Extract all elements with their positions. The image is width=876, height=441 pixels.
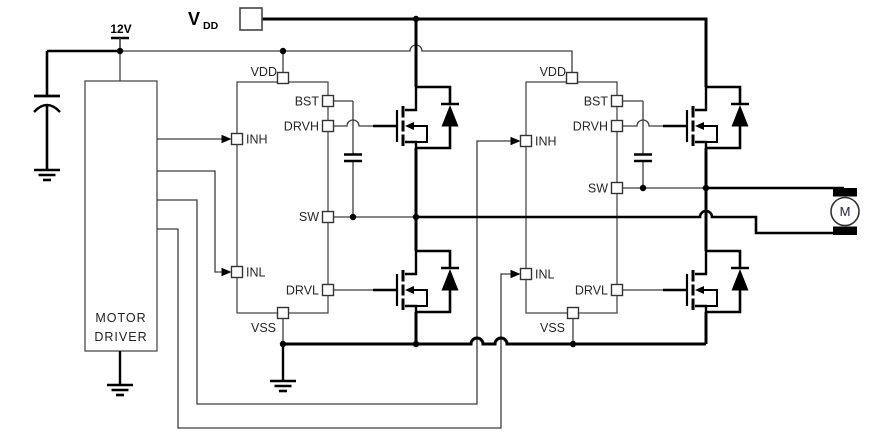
label-bst-2: BST [584, 95, 609, 109]
gate-driver-2-labels: VDD BST DRVH SW DRVL VSS INH INL [535, 65, 608, 335]
label-sw-2: SW [588, 182, 608, 196]
label-vdd-1: VDD [251, 65, 277, 79]
pin-bst-2 [610, 94, 624, 108]
wire-inh2 [157, 140, 511, 405]
junction-dot [639, 184, 647, 192]
label-vss-1: VSS [251, 321, 276, 335]
label-sw-1: SW [299, 210, 319, 224]
mosfet-q1-low-with-diode [371, 249, 461, 314]
bootstrap-capacitor-1 [344, 153, 362, 163]
junction-dot [279, 47, 287, 55]
label-drvh-2: DRVH [573, 120, 608, 134]
junction-dot [412, 213, 420, 221]
gate-driver-1-labels: VDD BST DRVH SW DRVL VSS INH INL [246, 65, 319, 335]
pin-inl-1 [230, 265, 244, 279]
vdd-label-subscript: DD [203, 20, 219, 32]
pin-inh-2 [519, 134, 533, 148]
junction-dot [412, 340, 420, 348]
mosfet-q2-high-with-diode [661, 85, 751, 150]
vdd-label-main: V [188, 9, 200, 29]
pin-drvl-2 [610, 283, 624, 297]
junction-dot [569, 340, 577, 348]
label-vss-2: VSS [540, 321, 565, 335]
motor-terminal-top [833, 188, 857, 197]
motor-terminal-bottom [833, 226, 857, 235]
junction-dot [349, 213, 357, 221]
pin-sw-1 [321, 210, 335, 224]
gate-driver-1-pins [230, 71, 335, 320]
label-inh-1: INH [246, 133, 268, 147]
arrow-inl1-icon [221, 267, 232, 277]
wire-12v-rail [120, 44, 573, 73]
gate-driver-2-pins [519, 71, 624, 320]
label-drvl-1: DRVL [286, 284, 319, 298]
motor-driver-label-1: MOTOR [95, 311, 146, 325]
pin-bst-1 [321, 94, 335, 108]
wire-sw1-to-motor [416, 209, 844, 235]
ground-icon [268, 379, 298, 393]
motor-symbol [830, 196, 860, 227]
label-bst-1: BST [295, 95, 320, 109]
mosfet-q1-high-with-diode [371, 85, 461, 150]
wire-vdd-top-rail [262, 17, 708, 87]
power-wires [47, 17, 844, 346]
input-capacitor [33, 51, 61, 170]
supply-12v-label: 12V [110, 22, 131, 36]
motor-label: M [840, 204, 851, 219]
junction-dot [702, 184, 710, 192]
wire-inl2 [157, 228, 511, 429]
pin-inl-2 [519, 267, 533, 281]
label-inl-1: INL [246, 266, 266, 280]
junction-dot [116, 47, 124, 55]
mosfet-q2-low-with-diode [661, 249, 751, 314]
junction-dot [412, 15, 420, 23]
bootstrap-capacitor-2 [634, 153, 652, 163]
label-inh-2: INH [535, 135, 557, 149]
pin-drvl-1 [321, 283, 335, 297]
ground-icon [105, 383, 135, 397]
motor: M [830, 188, 860, 235]
motor-driver-label-2: DRIVER [94, 330, 147, 344]
wire-inl1 [157, 170, 222, 273]
pin-inh-1 [230, 132, 244, 146]
label-drvh-1: DRVH [284, 120, 319, 134]
ground-icon [32, 168, 62, 182]
pin-vss-2 [566, 306, 580, 320]
pin-vss-1 [276, 306, 290, 320]
label-drvl-2: DRVL [575, 284, 608, 298]
pin-drvh-2 [610, 119, 624, 133]
input-arrowheads [221, 134, 521, 279]
arrow-inh1-icon [221, 134, 232, 144]
wire-ground-rail [283, 336, 706, 346]
vdd-pad [239, 7, 263, 31]
junction-dot [279, 340, 287, 348]
junction-dots [116, 15, 710, 348]
pin-vdd-2 [565, 71, 579, 85]
arrow-inl2-icon [510, 269, 521, 279]
arrow-inh2-icon [510, 136, 521, 146]
pin-vdd-1 [276, 71, 290, 85]
cap-in-plate-curved [33, 103, 61, 113]
label-inl-2: INL [535, 268, 555, 282]
pin-drvh-1 [321, 119, 335, 133]
pin-sw-2 [610, 181, 624, 195]
label-vdd-2: VDD [540, 65, 566, 79]
